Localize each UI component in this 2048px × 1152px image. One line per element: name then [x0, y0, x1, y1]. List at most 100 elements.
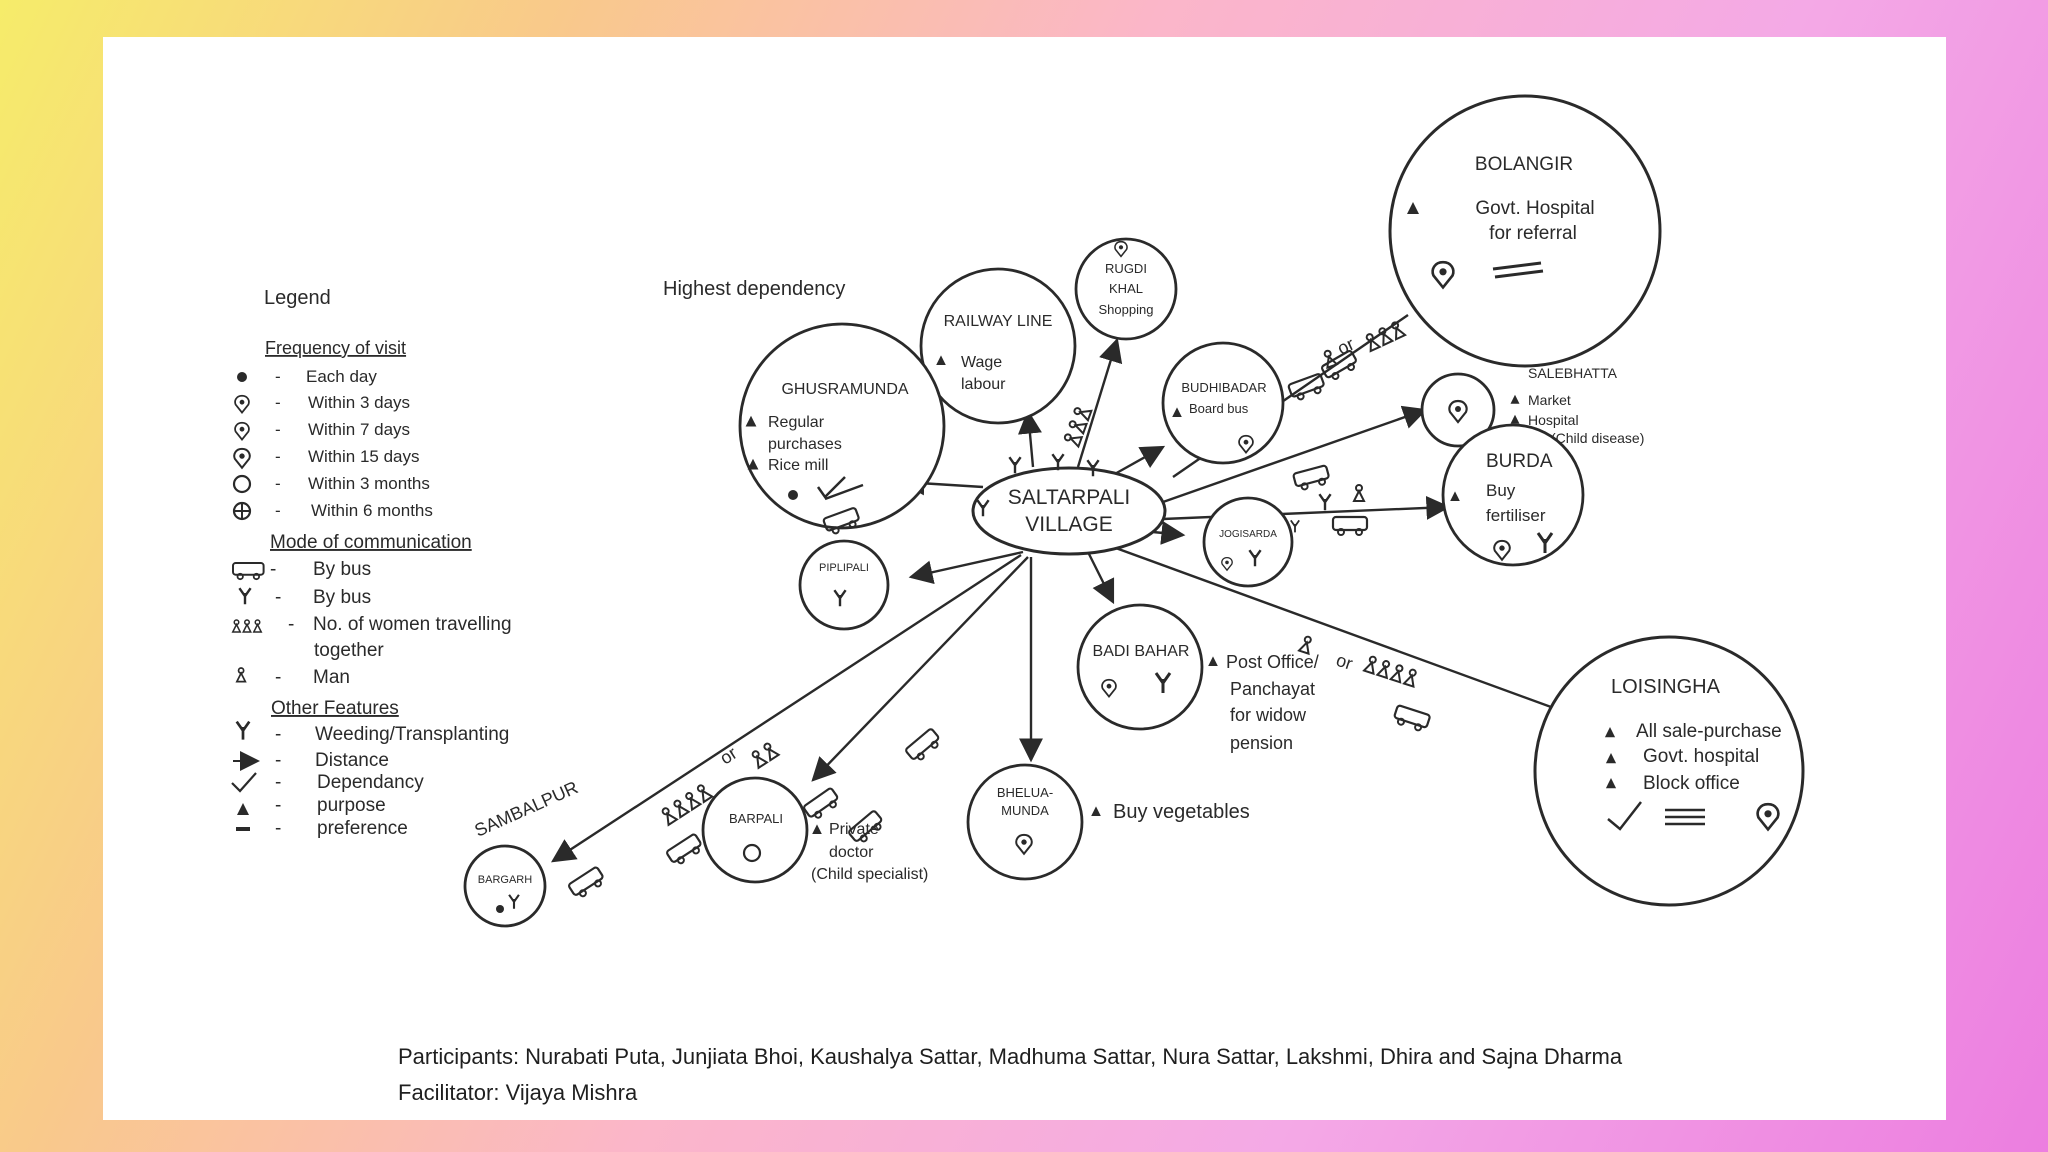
- other-weeding: Weeding/Transplanting: [315, 724, 509, 745]
- loisingha-preference-icon: [1665, 808, 1705, 826]
- facilitator-text: Facilitator: Vijaya Mishra: [398, 1080, 638, 1105]
- connectors: [550, 314, 1576, 863]
- highest-dependency-label: Highest dependency: [663, 278, 845, 300]
- link-bargarh: [550, 553, 1022, 863]
- svg-text:or: or: [1334, 650, 1355, 674]
- man-icon: [236, 667, 247, 683]
- bhelua-line1: BHELUA-: [997, 785, 1053, 800]
- ghusramunda-line2: purchases: [768, 436, 842, 453]
- bhelua-line2: MUNDA: [1001, 803, 1049, 818]
- within-3-days-icon: [234, 394, 250, 414]
- salebhatta-name: SALEBHATTA: [1528, 365, 1618, 381]
- loisingha-dependancy-icon: [1607, 801, 1642, 831]
- barpali-node: BARPALI Private doctor (Child specialist…: [701, 776, 928, 884]
- bolangir-line1: Govt. Hospital: [1475, 198, 1594, 219]
- link-badibahar: [1086, 551, 1115, 605]
- svg-text:-: -: [275, 501, 281, 520]
- participants-text: Participants: Nurabati Puta, Junjiata Bh…: [398, 1044, 1623, 1069]
- within-15-days-icon: [233, 447, 251, 469]
- other-distance: Distance: [315, 750, 389, 771]
- salebhatta-node: SALEBHATTA Market Hospital (Child diseas…: [1420, 365, 1644, 448]
- link-budhibadar: [1112, 445, 1166, 477]
- burda-line2: fertiliser: [1486, 506, 1546, 525]
- freq-each-day: Each day: [306, 367, 377, 386]
- each-day-icon: [237, 372, 247, 382]
- frequency-heading: Frequency of visit: [265, 338, 406, 358]
- svg-text:-: -: [275, 474, 281, 493]
- badibahar-node: BADI BAHAR Post Office/ Panchayat for wi…: [1076, 603, 1319, 753]
- mode-by-bus-2: By bus: [313, 587, 371, 608]
- rugdi-line1: RUGDI: [1105, 261, 1147, 276]
- legend-title: Legend: [264, 287, 331, 309]
- salebhatta-line2: Hospital: [1528, 412, 1579, 428]
- burda-line1: Buy: [1486, 481, 1516, 500]
- ghusramunda-dependancy-icon: [816, 476, 864, 501]
- other-heading: Other Features: [271, 698, 399, 719]
- purpose-icon: [237, 803, 249, 815]
- barpali-name: BARPALI: [729, 811, 783, 826]
- ghusramunda-node: GHUSRAMUNDA Regular purchases Rice mill: [738, 322, 946, 530]
- svg-text:-: -: [275, 750, 281, 771]
- svg-text:-: -: [275, 420, 281, 439]
- railway-node: RAILWAY LINE Wage labour: [919, 267, 1077, 425]
- svg-text:-: -: [275, 393, 281, 412]
- center-line2: VILLAGE: [1025, 513, 1113, 536]
- freq-3-months: Within 3 months: [308, 474, 430, 493]
- ghusramunda-name: GHUSRAMUNDA: [781, 381, 908, 398]
- link-salebhatta: [1162, 405, 1428, 504]
- bus-icon: [232, 562, 265, 581]
- other-preference: preference: [317, 818, 408, 839]
- svg-text:-: -: [275, 795, 281, 816]
- barpali-line2: doctor: [829, 844, 874, 861]
- burda-name: BURDA: [1486, 451, 1553, 472]
- link-burda: [1162, 495, 1451, 521]
- center-line1: SALTARPALI: [1008, 486, 1131, 509]
- salebhatta-line3: (Child disease): [1551, 430, 1644, 446]
- women-bus-icon: [238, 587, 252, 606]
- railway-line2: labour: [961, 376, 1006, 393]
- jogisarda-name: JOGISARDA: [1219, 529, 1277, 540]
- saltarpali-village: SALTARPALI VILLAGE: [971, 466, 1167, 556]
- women-group-icon: [232, 619, 262, 633]
- bargarh-name: BARGARH: [478, 874, 532, 886]
- rugdi-node: RUGDI KHAL Shopping: [1074, 237, 1178, 341]
- badibahar-line1: Post Office/: [1226, 652, 1319, 672]
- svg-text:-: -: [275, 667, 281, 688]
- burda-node: BURDA Buy fertiliser: [1441, 423, 1585, 567]
- budhibadar-name: BUDHIBADAR: [1181, 380, 1266, 395]
- footer: Participants: Nurabati Puta, Junjiata Bh…: [398, 1039, 1622, 1111]
- legend: Legend Frequency of visit - Each day - Wit…: [231, 287, 512, 839]
- jogisarda-node: JOGISARDA: [1202, 496, 1294, 588]
- bhelua-note: Buy vegetables: [1113, 801, 1250, 823]
- bargarh-node: BARGARH: [463, 844, 547, 928]
- badibahar-line4: pension: [1230, 733, 1293, 753]
- ghusramunda-line1: Regular: [768, 414, 825, 431]
- railway-line1: Wage: [961, 354, 1002, 371]
- loisingha-node: LOISINGHA All sale-purchase Govt. hospit…: [1533, 635, 1805, 907]
- svg-text:or: or: [716, 743, 740, 768]
- bolangir-node: BOLANGIR Govt. Hospital for referral: [1388, 94, 1662, 368]
- link-rugdi: [1076, 337, 1123, 468]
- other-dependancy: Dependancy: [317, 772, 424, 793]
- loisingha-name: LOISINGHA: [1611, 676, 1721, 698]
- freq-6-months: Within 6 months: [311, 501, 433, 520]
- svg-text:-: -: [275, 772, 281, 793]
- ghusramunda-each-day-icon: [788, 490, 798, 500]
- freq-15-days: Within 15 days: [308, 447, 420, 466]
- loisingha-line2: Govt. hospital: [1643, 746, 1759, 767]
- barpali-line3: (Child specialist): [811, 866, 928, 883]
- within-7-days-icon: [234, 421, 250, 441]
- link-loisingha: [1112, 545, 1576, 719]
- mode-together: together: [314, 640, 384, 661]
- mode-by-bus-1: By bus: [313, 559, 371, 580]
- freq-7-days: Within 7 days: [308, 420, 410, 439]
- slide: Legend Frequency of visit - Each day - Wit…: [103, 37, 1946, 1120]
- link-barpali: [811, 556, 1029, 782]
- badibahar-line2: Panchayat: [1230, 679, 1315, 699]
- svg-text:-: -: [288, 614, 294, 635]
- budhibadar-line1: Board bus: [1189, 401, 1249, 416]
- mode-heading: Mode of communication: [270, 532, 472, 553]
- badibahar-name: BADI BAHAR: [1093, 643, 1190, 660]
- freq-3-days: Within 3 days: [308, 393, 410, 412]
- ghusramunda-line3: Rice mill: [768, 457, 828, 474]
